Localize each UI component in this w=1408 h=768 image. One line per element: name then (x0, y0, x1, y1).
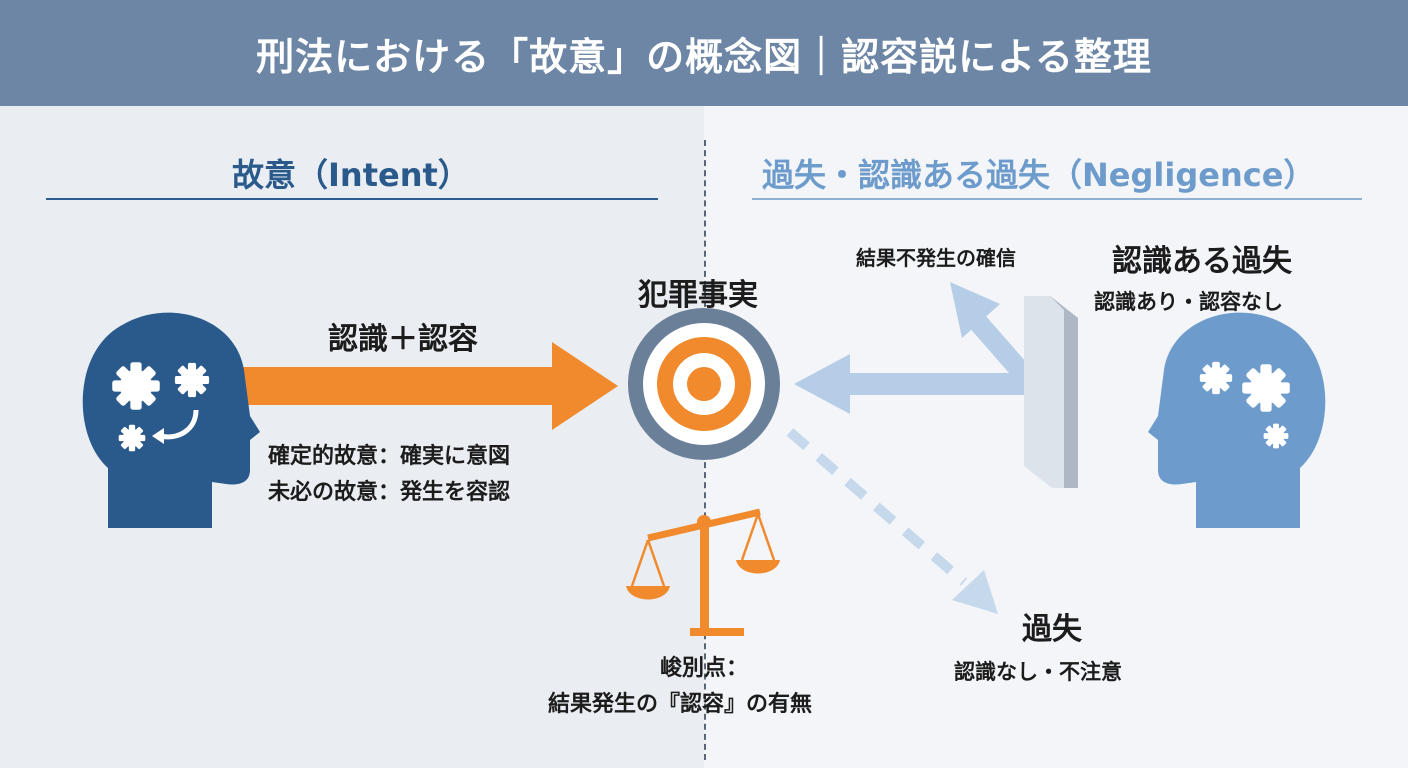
definite-intent-text: 確定的故意：確実に意図 (268, 444, 511, 469)
certainty-deflect-arrow (950, 282, 1040, 391)
justice-scale-icon (626, 508, 780, 636)
crime-target-icon (628, 308, 780, 460)
intent-section-title: 故意（Intent） (232, 156, 470, 194)
negligence-section-title: 過失・認識ある過失（Negligence） (762, 156, 1316, 194)
negligence-desc: 認識なし・不注意 (954, 660, 1122, 684)
negligence-return-arrow (794, 354, 1034, 414)
dolus-eventualis-text: 未必の故意：発生を容認 (268, 480, 511, 505)
criterion-description: 結果発生の『認容』の有無 (548, 692, 813, 717)
intent-title-underline (46, 198, 658, 200)
negligence-title: 過失 (1022, 612, 1082, 647)
barrier-wall-icon (1024, 296, 1078, 488)
certainty-label: 結果不発生の確信 (856, 246, 1016, 270)
negligence-head-icon (1148, 312, 1326, 528)
intent-head-icon (82, 312, 260, 528)
aware-negligence-title: 認識ある過失 (1112, 244, 1292, 279)
page-title: 刑法における「故意」の概念図｜認容説による整理 (0, 0, 1408, 106)
negligence-dashed-arrow (786, 428, 998, 614)
criterion-label: 峻別点： (659, 656, 748, 681)
aware-negligence-desc: 認識あり・認容なし (1094, 290, 1283, 314)
intent-arrow-label: 認識＋認容 (328, 322, 478, 357)
crime-fact-label: 犯罪事実 (638, 278, 758, 313)
intent-arrow (232, 342, 618, 430)
negligence-title-underline (752, 198, 1362, 200)
